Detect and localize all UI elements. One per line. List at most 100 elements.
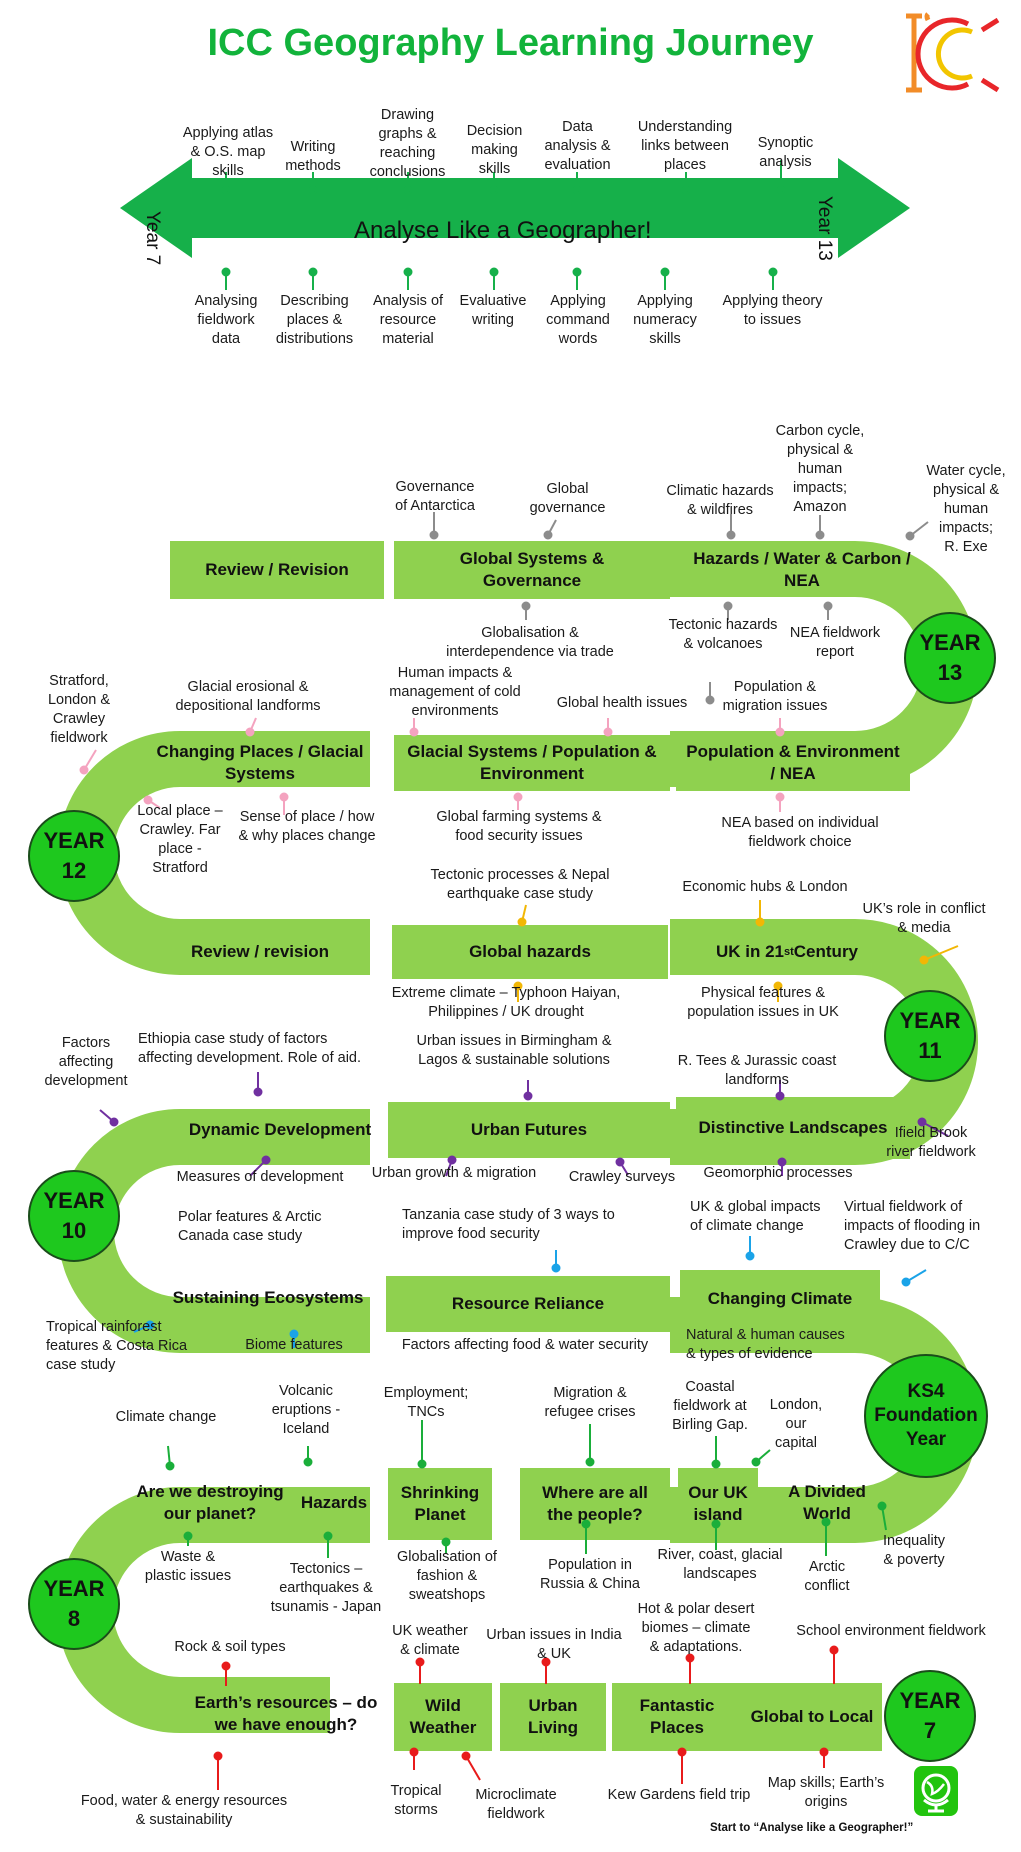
unit-y12-glacial-systems: Glacial Systems / Population & Environme… — [394, 735, 670, 791]
note-y10-ifield-brook: Ifield Brook river fieldwork — [886, 1125, 976, 1160]
note-y8-waste: Waste & plastic issues — [144, 1549, 232, 1584]
note-y12-global-health: Global health issues — [556, 695, 688, 711]
note-y10-urban-growth: Urban growth & migration — [371, 1165, 537, 1181]
note-y7-food-water-energy: Food, water & energy resources & sustain… — [80, 1793, 288, 1828]
unit-y7-earths-resources: Earth’s resources – do we have enough? — [194, 1693, 378, 1734]
note-y8-population-russia: Population in Russia & China — [540, 1557, 640, 1592]
unit-y11-review: Review / revision — [191, 942, 329, 961]
note-y10-urban-issues: Urban issues in Birmingham & Lagos & sus… — [416, 1033, 612, 1068]
note-y12-local-place: Local place – Crawley. Far place - Strat… — [137, 803, 223, 876]
note-y13-water-cycle: Water cycle, physical & human impacts; R… — [926, 463, 1006, 555]
note-y11-economic-hubs: Economic hubs & London — [682, 879, 848, 895]
unit-y12-population: Population & Environment / NEA — [676, 735, 910, 791]
year-10-circle: YEAR 10 — [28, 1170, 120, 1262]
note-y8-fashion: Globalisation of fashion & sweatshops — [397, 1549, 497, 1603]
note-y12-stratford-fieldwork: Stratford, London & Crawley fieldwork — [47, 673, 111, 746]
year-13-circle: YEAR 13 — [904, 612, 996, 704]
unit-y13-review: Review / Revision — [170, 541, 384, 599]
start-label: Start to “Analyse like a Geographer!” — [710, 1822, 914, 1834]
unit-ks4-resource-reliance: Resource Reliance — [386, 1276, 670, 1332]
note-y13-governance-antarctica: Governance of Antarctica — [395, 479, 475, 514]
note-y13-nea-fieldwork: NEA fieldwork report — [789, 625, 881, 660]
note-y7-tropical-storms: Tropical storms — [390, 1783, 442, 1818]
note-ks4-tropical-rainforest: Tropical rainforest features & Costa Ric… — [46, 1319, 188, 1373]
note-ks4-tanzania: Tanzania case study of 3 ways to improve… — [402, 1207, 615, 1242]
unit-y8-where-people: Where are all the people? — [520, 1468, 670, 1540]
note-y10-factors-development: Factors affecting development — [44, 1035, 128, 1089]
note-y11-tectonic-nepal: Tectonic processes & Nepal earthquake ca… — [430, 867, 610, 902]
skill-bottom-5: Applying command words — [546, 293, 610, 347]
skill-bottom-7: Applying theory to issues — [722, 293, 823, 328]
note-y8-employment: Employment; TNCs — [383, 1385, 469, 1420]
note-y11-extreme-climate: Extreme climate – Typhoon Haiyan, Philip… — [391, 985, 621, 1020]
note-y13-globalisation: Globalisation & interdependence via trad… — [446, 625, 614, 660]
note-y13-tectonic-hazards: Tectonic hazards & volcanoes — [668, 617, 778, 652]
unit-y7-urban-living: Urban Living — [500, 1683, 606, 1751]
skill-top-5: Data analysis & evaluation — [544, 119, 611, 173]
note-y12-farming-systems: Global farming systems & food security i… — [436, 809, 602, 844]
note-y12-nea-individual: NEA based on individual fieldwork choice — [721, 815, 879, 850]
unit-y10-distinctive-landscapes: Distinctive Landscapes — [676, 1097, 910, 1159]
note-y8-climate-change: Climate change — [115, 1409, 217, 1425]
unit-y11-uk-sup: st — [784, 946, 794, 958]
note-y10-ethiopia: Ethiopia case study of factors affecting… — [138, 1031, 362, 1066]
arrow-label: Analyse Like a Geographer! — [354, 217, 652, 244]
note-y8-migration: Migration & refugee crises — [544, 1385, 636, 1420]
skill-top-2: Writing methods — [285, 139, 341, 174]
unit-ks4-changing-climate: Changing Climate — [680, 1270, 880, 1328]
page-title: ICC Geography Learning Journey — [207, 22, 814, 64]
unit-y7-global-to-local: Global to Local — [742, 1683, 882, 1751]
note-y11-physical-features: Physical features & population issues in… — [687, 985, 839, 1020]
note-y7-school-fieldwork: School environment fieldwork — [796, 1623, 986, 1639]
note-y8-london: London, our capital — [769, 1397, 823, 1451]
note-ks4-natural-human: Natural & human causes & types of eviden… — [686, 1327, 845, 1362]
note-y7-urban-india: Urban issues in India & UK — [486, 1627, 622, 1662]
skill-bottom-4: Evaluative writing — [459, 293, 527, 328]
note-y10-measures: Measures of development — [176, 1169, 344, 1185]
skill-top-7: Synoptic analysis — [757, 135, 814, 170]
year-12-circle: YEAR 12 — [28, 810, 120, 902]
note-y12-sense-of-place: Sense of place / how & why places change — [238, 809, 376, 844]
skill-top-4: Decision making skills — [466, 123, 523, 177]
skill-bottom-1: Analysing fieldwork data — [194, 293, 258, 347]
note-y7-kew-gardens: Kew Gardens field trip — [607, 1787, 751, 1803]
note-y8-tectonics: Tectonics – earthquakes & tsunamis - Jap… — [270, 1561, 382, 1615]
unit-y11-global-hazards: Global hazards — [392, 925, 668, 979]
note-y12-glacial-landforms: Glacial erosional & depositional landfor… — [175, 679, 321, 714]
unit-y10-urban-futures: Urban Futures — [388, 1102, 670, 1158]
unit-y7-fantastic-places: Fantastic Places — [612, 1683, 742, 1751]
note-y7-map-skills: Map skills; Earth’s origins — [767, 1775, 885, 1810]
note-y7-hot-polar: Hot & polar desert biomes – climate & ad… — [637, 1601, 755, 1655]
year-8-circle: YEAR 8 — [28, 1558, 120, 1650]
skills-arrow — [120, 158, 910, 258]
note-y10-crawley-surveys: Crawley surveys — [568, 1169, 676, 1185]
skill-bottom-3: Analysis of resource material — [372, 293, 444, 347]
note-y7-uk-weather: UK weather & climate — [392, 1623, 468, 1658]
unit-y7-wild-weather: Wild Weather — [394, 1683, 492, 1751]
unit-y10-dynamic-development: Dynamic Development — [188, 1120, 372, 1139]
unit-y11-uk-text: UK in 21 — [715, 942, 784, 961]
note-y12-human-impacts-cold: Human impacts & management of cold envir… — [389, 665, 521, 719]
ks4-foundation-circle: KS4 Foundation Year — [864, 1354, 988, 1478]
skill-bottom-6: Applying numeracy skills — [633, 293, 697, 347]
unit-y8-divided-world: A Divided World — [788, 1482, 866, 1523]
note-y8-volcanic: Volcanic eruptions - Iceland — [271, 1383, 341, 1437]
unit-y8-destroying-planet: Are we destroying our planet? — [136, 1482, 284, 1523]
note-y13-global-governance: Global governance — [529, 481, 606, 516]
note-y7-rock-soil: Rock & soil types — [174, 1639, 286, 1655]
note-ks4-polar-features: Polar features & Arctic Canada case stud… — [178, 1209, 322, 1244]
unit-ks4-sustaining-ecosystems: Sustaining Ecosystems — [172, 1288, 364, 1307]
skill-top-3: Drawing graphs & reaching conclusions — [369, 107, 446, 180]
note-y12-population-migration: Population & migration issues — [722, 679, 828, 714]
globe-icon — [914, 1766, 958, 1816]
unit-y8-hazards: Hazards — [300, 1493, 368, 1512]
unit-y11-uk-end: Century — [793, 942, 859, 961]
note-ks4-climate-impacts: UK & global impacts of climate change — [690, 1199, 821, 1234]
unit-y8-shrinking-planet: Shrinking Planet — [388, 1468, 492, 1540]
note-y8-arctic: Arctic conflict — [804, 1559, 850, 1594]
skill-top-1: Applying atlas & O.S. map skills — [182, 125, 274, 179]
note-y13-climatic-hazards: Climatic hazards & wildfires — [666, 483, 774, 518]
